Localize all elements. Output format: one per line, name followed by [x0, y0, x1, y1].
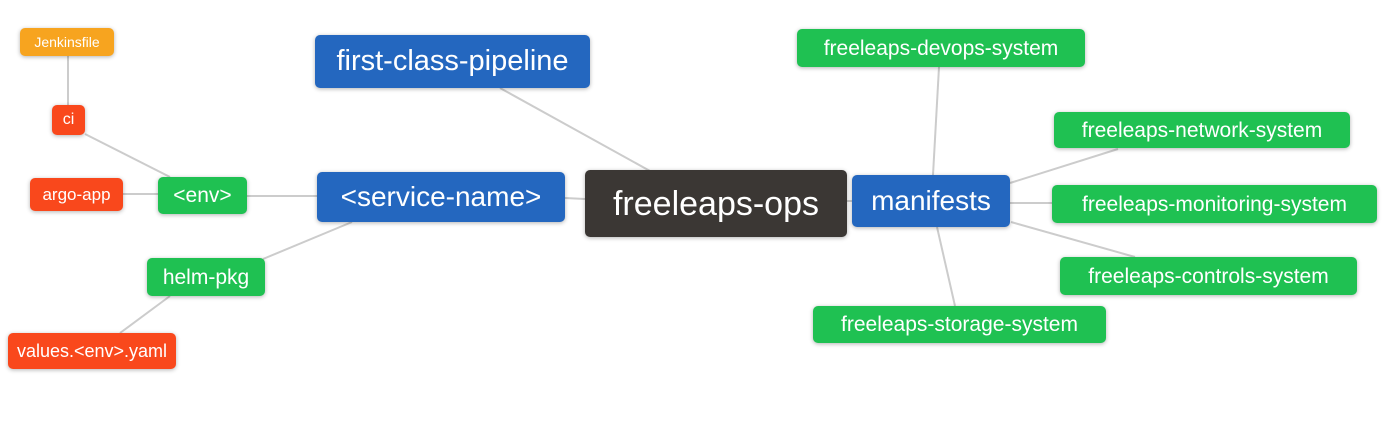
edge-manifests-to-storage-system [936, 226, 956, 307]
node-network-system[interactable]: freeleaps-network-system [1054, 112, 1350, 148]
node-manifests[interactable]: manifests [852, 175, 1010, 227]
node-jenkinsfile[interactable]: Jenkinsfile [20, 28, 114, 56]
edge-manifests-to-controls-system [1010, 221, 1136, 258]
node-ci[interactable]: ci [52, 105, 85, 135]
node-devops-system[interactable]: freeleaps-devops-system [797, 29, 1085, 67]
node-controls-system[interactable]: freeleaps-controls-system [1060, 257, 1357, 295]
edge-helm-pkg-to-values-env-yaml [119, 295, 171, 334]
node-helm-pkg[interactable]: helm-pkg [147, 258, 265, 296]
node-service-name[interactable]: <service-name> [317, 172, 565, 222]
edge-first-class-pipeline-to-freeleaps-ops [499, 87, 651, 172]
node-monitoring-system[interactable]: freeleaps-monitoring-system [1052, 185, 1377, 223]
edge-manifests-to-devops-system [932, 66, 940, 176]
node-values-env-yaml[interactable]: values.<env>.yaml [8, 333, 176, 369]
node-freeleaps-ops[interactable]: freeleaps-ops [585, 170, 847, 237]
edge-service-name-to-helm-pkg [262, 221, 353, 260]
node-env[interactable]: <env> [158, 177, 247, 214]
edge-manifests-to-network-system [1009, 148, 1119, 184]
edge-ci-to-env [84, 133, 171, 178]
node-first-class-pipeline[interactable]: first-class-pipeline [315, 35, 590, 88]
node-argo-app[interactable]: argo-app [30, 178, 123, 211]
edge-service-name-to-freeleaps-ops [564, 197, 586, 200]
node-storage-system[interactable]: freeleaps-storage-system [813, 306, 1106, 343]
